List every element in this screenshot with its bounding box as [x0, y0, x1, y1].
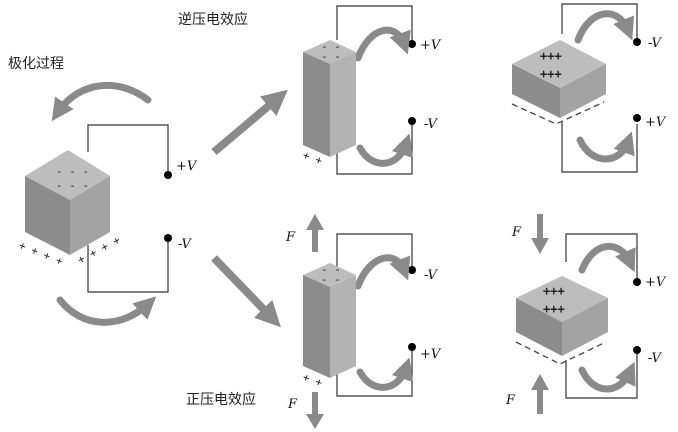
polarization-group: 极化过程 +V -V - - - - - - + + + + + + + + [8, 56, 198, 326]
charge-label: - - - [56, 179, 89, 192]
circuit-wire-bottom [565, 352, 638, 399]
terminal-dot [408, 343, 416, 351]
circuit-wire-top [336, 5, 413, 42]
curved-arrow-bottom [356, 133, 414, 167]
terminal-dot [164, 171, 172, 179]
charge-label: - - - [56, 165, 89, 178]
converse-effect-label: 逆压电效应 [178, 11, 248, 28]
terminal-dot [633, 346, 641, 354]
polarity-label: +V [645, 115, 667, 130]
arrow-to-direct [211, 255, 281, 328]
polarity-label: -V [424, 117, 438, 132]
force-arrow-down [531, 214, 549, 254]
charge-label: - - [321, 263, 341, 276]
circuit-wire-top [87, 124, 169, 173]
circuit-wire-top [561, 3, 638, 40]
converse-effect-group: 逆压电效应 +V -V - - - - + + [178, 5, 442, 175]
negative-charge-edge [511, 101, 605, 125]
charge-label: +++ [540, 67, 562, 81]
direct-effect-group: 正压电效应 F F -V +V - - - - + + [186, 214, 442, 429]
terminal-dot [408, 117, 416, 125]
polarity-label: -V [648, 351, 662, 366]
crystal-flat [512, 40, 606, 118]
crystal-tall [303, 40, 356, 157]
polarity-label: -V [424, 268, 438, 283]
polarization-label: 极化过程 [8, 56, 64, 72]
terminal-dot [633, 38, 641, 46]
curved-arrow-top [574, 10, 635, 44]
polarity-label: +V [420, 38, 442, 53]
circuit-wire-top [336, 233, 413, 270]
curved-arrow-top [578, 243, 636, 274]
polarity-label: +V [420, 347, 442, 362]
force-arrow-down [306, 392, 324, 429]
curved-arrow-top [354, 254, 411, 290]
circuit-wire-top [565, 233, 638, 280]
terminal-dot [633, 278, 641, 286]
curved-arrow-bottom [356, 357, 414, 391]
charge-label: - - [321, 273, 341, 286]
charge-label: +++ [543, 302, 565, 316]
charge-label: - - [321, 50, 341, 63]
curved-arrow-bottom [578, 361, 636, 393]
charge-label: - - [321, 40, 341, 53]
force-label: F [287, 397, 298, 412]
polarity-label: -V [178, 237, 192, 252]
right-top-group: -V +V +++ +++ [511, 3, 667, 173]
force-label: F [505, 393, 516, 408]
terminal-dot [164, 234, 172, 242]
curved-arrow-bottom [56, 296, 157, 326]
terminal-dot [408, 266, 416, 274]
right-bottom-group: F F +V -V +++ +++ [505, 214, 667, 414]
circuit-wire-bottom [561, 122, 638, 173]
curved-arrow-top [51, 81, 152, 122]
force-label: F [285, 230, 296, 245]
charge-label: +++ [540, 49, 562, 63]
negative-charge-edge [515, 341, 607, 365]
crystal-flat [516, 276, 608, 356]
force-label: F [511, 225, 522, 240]
arrow-to-converse [211, 89, 288, 156]
curved-arrow-bottom [576, 131, 635, 163]
polarity-label: -V [648, 36, 662, 51]
polarity-label: +V [176, 159, 198, 174]
terminal-dot [633, 114, 641, 122]
crystal-cube [25, 150, 110, 255]
direct-effect-label: 正压电效应 [186, 391, 256, 408]
force-arrow-up [306, 214, 324, 252]
polarity-label: +V [645, 275, 667, 290]
crystal-tall [303, 263, 356, 378]
curved-arrow-top [354, 26, 411, 62]
circuit-wire-bottom [87, 240, 169, 293]
force-arrow-up [531, 374, 549, 414]
terminal-dot [408, 40, 416, 48]
charge-label: +++ [543, 284, 565, 298]
